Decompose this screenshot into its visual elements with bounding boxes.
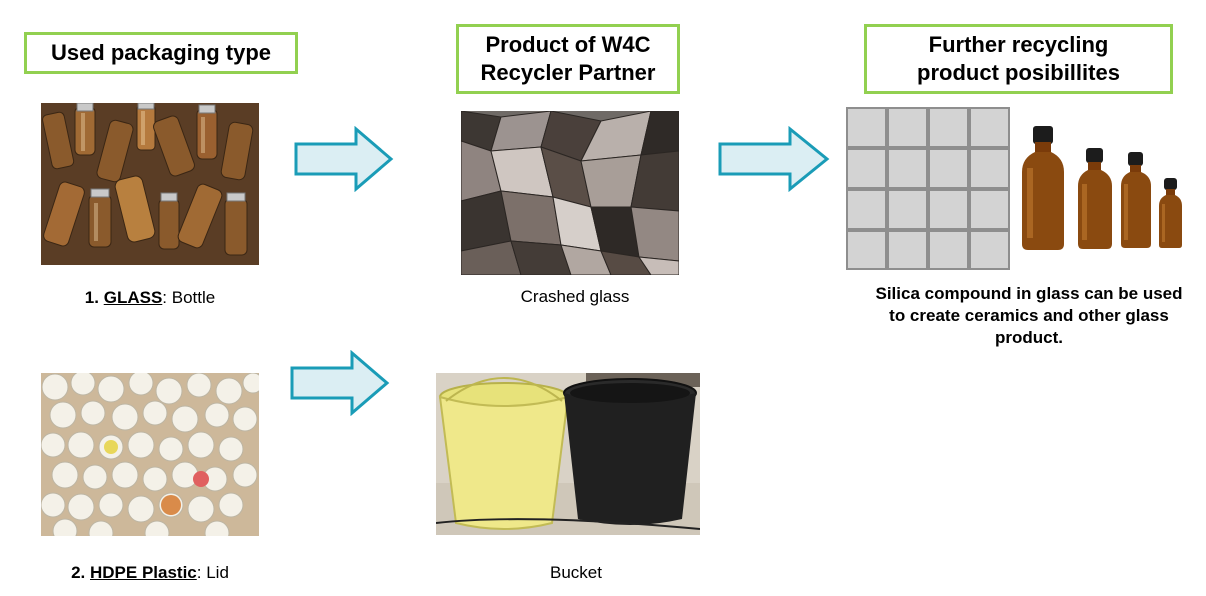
- header-used-packaging: Used packaging type: [24, 32, 298, 74]
- bucket-caption: Bucket: [436, 563, 716, 583]
- header-further-line2: product posibillites: [917, 60, 1120, 85]
- hdpe-material: HDPE Plastic: [90, 563, 197, 582]
- header-further-line1: Further recycling: [928, 32, 1109, 57]
- bucket-label: Bucket: [550, 563, 602, 582]
- buckets-photo: [436, 373, 700, 535]
- crushed-glass-label: Crashed glass: [520, 287, 630, 306]
- bottle-small: [1121, 152, 1151, 248]
- crushed-glass-photo: [461, 111, 679, 275]
- bottle-large: [1022, 126, 1064, 250]
- hdpe-item: : Lid: [196, 563, 229, 582]
- header-further-recycling: Further recycling product posibillites: [864, 24, 1173, 94]
- bottle-tiny: [1159, 178, 1182, 248]
- plastic-lids-photo: [41, 373, 259, 536]
- glass-material: GLASS: [103, 288, 163, 307]
- right-arrow-icon: [294, 126, 394, 192]
- header-used-packaging-text: Used packaging type: [50, 40, 272, 65]
- bottle-medium: [1078, 148, 1112, 249]
- glass-number: 1.: [84, 288, 99, 307]
- right-arrow-icon: [718, 126, 830, 192]
- glass-bottle-caption: 1. GLASS: Bottle: [41, 288, 259, 308]
- hdpe-lid-caption: 2. HDPE Plastic: Lid: [41, 563, 259, 583]
- header-product-partner: Product of W4C Recycler Partner: [456, 24, 680, 94]
- ceramic-tiles-image: [846, 107, 1010, 270]
- further-description-text: Silica compound in glass can be used to …: [875, 284, 1183, 347]
- crushed-glass-caption: Crashed glass: [461, 287, 689, 307]
- header-product-line1: Product of W4C: [485, 32, 651, 57]
- hdpe-number: 2.: [71, 563, 86, 582]
- yellow-bucket: [438, 377, 570, 530]
- glass-item: : Bottle: [162, 288, 216, 307]
- header-product-line2: Recycler Partner: [480, 60, 656, 85]
- glass-bottles-photo: [41, 103, 259, 265]
- further-recycling-description: Silica compound in glass can be used to …: [870, 283, 1188, 349]
- black-bucket: [563, 378, 697, 525]
- amber-glass-bottles-image: [1016, 124, 1188, 254]
- right-arrow-icon: [290, 350, 390, 416]
